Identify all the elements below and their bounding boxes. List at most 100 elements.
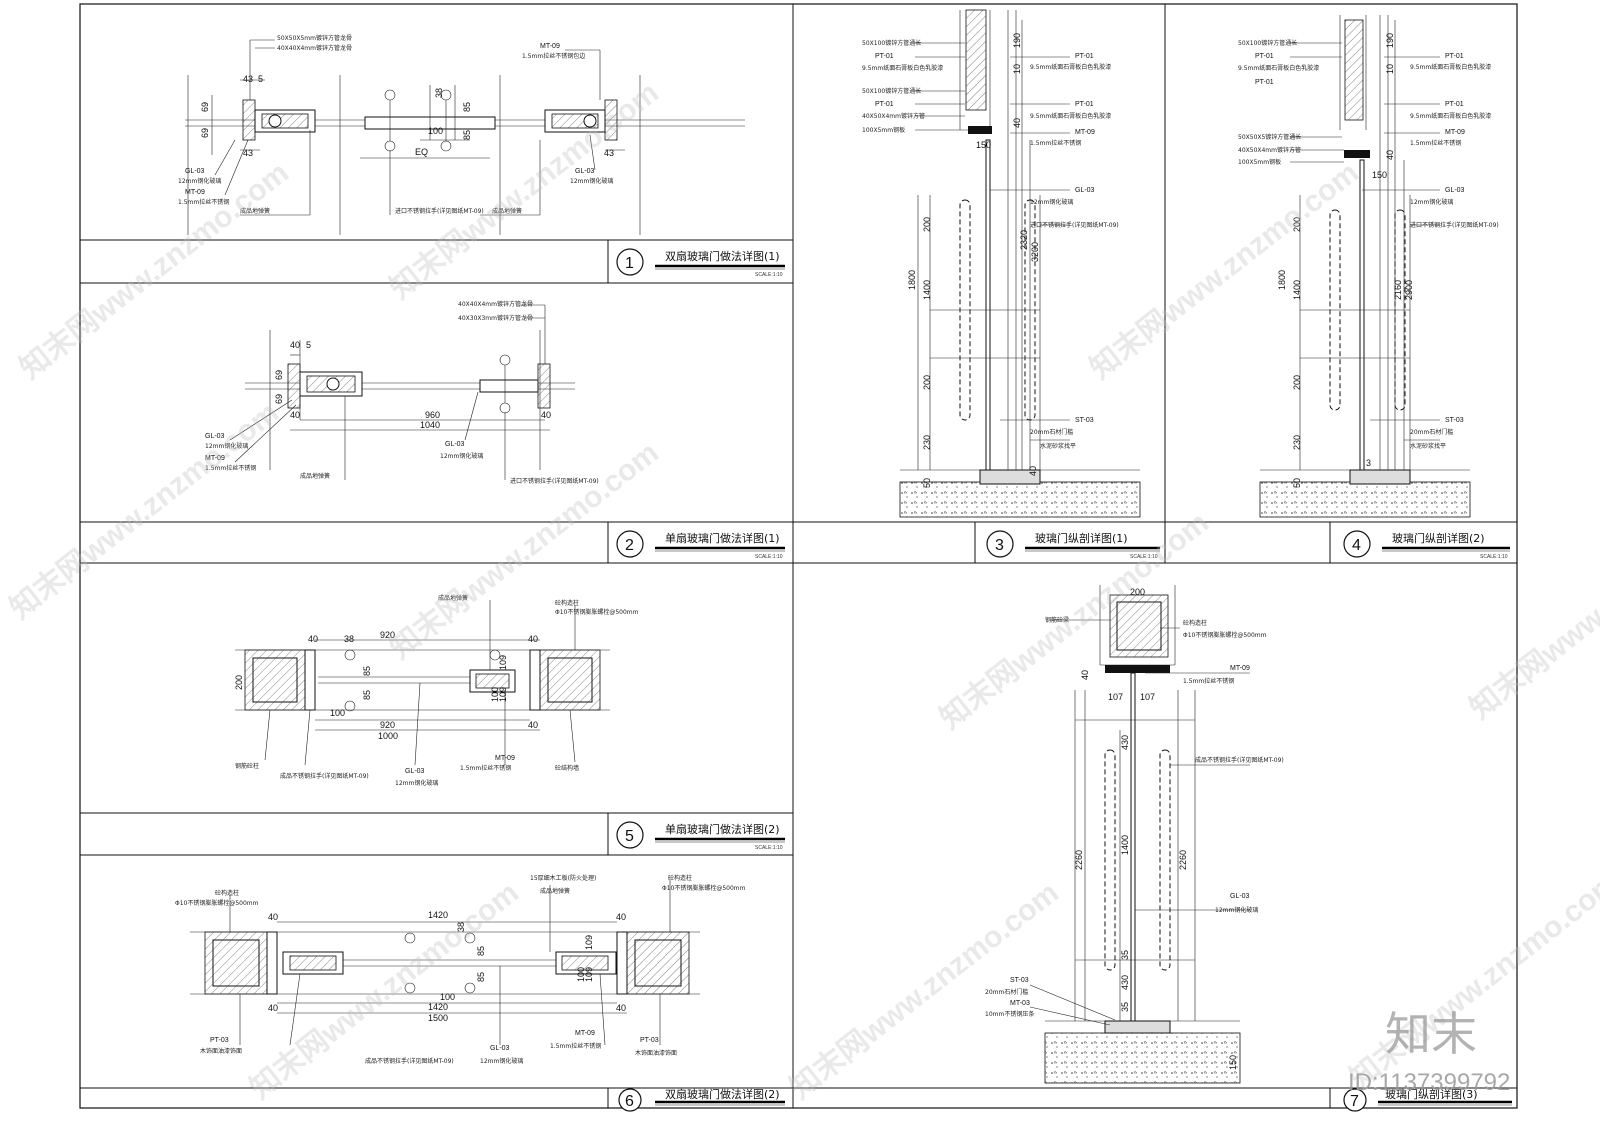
- d4-dim-3: 3: [1366, 458, 1371, 468]
- d4-dim-200b: 200: [1292, 375, 1302, 390]
- d6-note-7: 成品不锈钢拉手(详见图纸MT-09): [365, 1057, 454, 1065]
- d5-dim-920: 920: [380, 630, 395, 640]
- d7-tag-mt03[interactable]: MT-03: [1010, 1000, 1030, 1007]
- brand-logo-text: 知末: [1385, 1007, 1477, 1061]
- d7-dim-40: 40: [1080, 670, 1090, 680]
- d1-dim-38: 38: [434, 88, 444, 98]
- d7-dim-150: 150: [1228, 1055, 1238, 1070]
- d6-tag-mt09[interactable]: MT-09: [575, 1030, 595, 1037]
- d4-tag-pt01c[interactable]: PT-01: [1445, 101, 1464, 108]
- d7-note-1: 砼构造柱: [1183, 619, 1207, 627]
- d4-note-7: 20mm石材门槛: [1410, 428, 1453, 436]
- d4-tag-pt01a[interactable]: PT-01: [1255, 53, 1274, 60]
- d1-dim-85b: 85: [462, 130, 472, 140]
- d5-dim-920b: 920: [380, 720, 395, 730]
- d2-note-6: 进口不锈钢拉手(详见图纸MT-09): [510, 477, 599, 485]
- title-block-2: [616, 530, 785, 558]
- d7-dim-430a: 430: [1120, 735, 1130, 750]
- d1-note-5: 成品地弹簧: [240, 207, 270, 215]
- d4-tag-gl03[interactable]: GL-03: [1445, 187, 1465, 194]
- d3-tag-st03[interactable]: ST-03: [1075, 417, 1094, 424]
- d5-dim-100: 100: [330, 708, 345, 718]
- d5-dim-109a: 109: [498, 655, 508, 670]
- d5-dim-40c: 40: [528, 720, 538, 730]
- watermark-text: 知末网www.znzmo.com: [1084, 156, 1365, 386]
- d4-note-3: 40X50X4mm镀锌方管: [1238, 146, 1301, 154]
- d2-dim-69b: 69: [274, 394, 284, 404]
- d3-note-3: 40X50X4mm镀锌方管: [862, 112, 925, 120]
- d7-tag-st03[interactable]: ST-03: [1010, 977, 1029, 984]
- d4-dim-10: 10: [1385, 64, 1395, 74]
- d1-tag-mt09[interactable]: MT-09: [540, 43, 560, 50]
- d4-dim-50: 50: [1292, 478, 1302, 488]
- d7-note-2: Φ10不锈钢膨胀螺栓@500mm: [1183, 631, 1267, 639]
- sheet-border: [79, 3, 1518, 1109]
- d4-dim-190: 190: [1385, 33, 1395, 48]
- d3-dim-230: 230: [922, 435, 932, 450]
- d3-dim-40b: 40: [1028, 466, 1038, 476]
- d5-note-7: 砼结构墙: [555, 764, 579, 772]
- detail-6-plan: [190, 880, 700, 1046]
- d6-note-8: 12mm钢化玻璃: [480, 1057, 523, 1065]
- title-3-number: 3: [995, 537, 1004, 554]
- d6-dim-85b: 85: [476, 972, 486, 982]
- d2-dim-40: 40: [290, 340, 300, 350]
- d6-dim-40d: 40: [616, 1003, 626, 1013]
- d3-dim-150: 150: [976, 140, 991, 150]
- title-block-5: [616, 821, 785, 849]
- watermark-text: 知末网www.znzmo.com: [14, 156, 295, 386]
- d7-tag-mt09[interactable]: MT-09: [1230, 665, 1250, 672]
- d4-note-1c: 9.5mm纸面石膏板白色乳胶漆: [1410, 112, 1491, 120]
- d6-note-3: 成品地弹簧: [540, 887, 570, 895]
- d1-tag-gl03b[interactable]: GL-03: [575, 168, 595, 175]
- d2-tag-gl03[interactable]: GL-03: [205, 433, 225, 440]
- d7-note-7: 10mm不锈钢压条: [985, 1010, 1034, 1018]
- title-4-number: 4: [1352, 537, 1361, 554]
- d6-tag-pt03b[interactable]: PT-03: [640, 1037, 659, 1044]
- d6-note-0: 砼构造柱: [215, 889, 239, 897]
- d4-tag-mt09[interactable]: MT-09: [1445, 129, 1465, 136]
- detail-3-section: [899, 9, 1141, 518]
- d1-dim-43: 43: [243, 74, 253, 84]
- d7-note-6: 20mm石材门槛: [985, 988, 1028, 996]
- title-block-6: [618, 1088, 785, 1112]
- d5-dim-1000: 1000: [378, 731, 398, 741]
- d6-note-10: 木饰面油漆饰面: [635, 1049, 677, 1057]
- d4-tag-pt01d[interactable]: PT-01: [1255, 79, 1274, 86]
- d6-tag-pt03a[interactable]: PT-03: [210, 1037, 229, 1044]
- d1-tag-mt09b[interactable]: MT-09: [185, 189, 205, 196]
- d3-tag-mt09[interactable]: MT-09: [1075, 129, 1095, 136]
- d5-dim-85b: 85: [362, 690, 372, 700]
- d4-dim-1800: 1800: [1277, 270, 1287, 290]
- d5-tag-gl03[interactable]: GL-03: [405, 768, 425, 775]
- d6-dim-100: 100: [440, 992, 455, 1002]
- d7-tag-gl03[interactable]: GL-03: [1230, 893, 1250, 900]
- watermark-text: 知末网www.znzmo.com: [1344, 866, 1600, 1096]
- d6-dim-40b: 40: [268, 1003, 278, 1013]
- d1-tag-gl03[interactable]: GL-03: [185, 168, 205, 175]
- watermark-text: 知末网www.znzmo.com: [244, 876, 525, 1106]
- detail-7-section: [1029, 585, 1250, 1084]
- title-7-number: 7: [1350, 1093, 1359, 1110]
- d7-dim-107b: 107: [1140, 692, 1155, 702]
- watermark-text: 知末网www.znzmo.com: [1464, 496, 1600, 726]
- d6-tag-gl03[interactable]: GL-03: [490, 1045, 510, 1052]
- d1-dim-43c: 43: [604, 148, 614, 158]
- d5-note-2: Φ10不锈钢膨胀螺栓@500mm: [555, 608, 639, 616]
- d4-tag-st03[interactable]: ST-03: [1445, 417, 1464, 424]
- d3-tag-pt01b[interactable]: PT-01: [1075, 53, 1094, 60]
- d1-dim-eq: EQ: [415, 147, 428, 157]
- d2-tag-gl03b[interactable]: GL-03: [445, 441, 465, 448]
- d5-tag-mt09[interactable]: MT-09: [495, 755, 515, 762]
- d3-tag-pt01c[interactable]: PT-01: [875, 101, 894, 108]
- d2-tag-mt09[interactable]: MT-09: [205, 455, 225, 462]
- d3-tag-gl03[interactable]: GL-03: [1075, 187, 1095, 194]
- title-5-number: 5: [625, 828, 634, 845]
- d3-tag-pt01d[interactable]: PT-01: [1075, 101, 1094, 108]
- d3-tag-pt01a[interactable]: PT-01: [875, 53, 894, 60]
- d1-note-1: 40X40X4mm镀锌方管龙骨: [277, 44, 352, 52]
- d6-note-9: 1.5mm拉丝不锈钢: [550, 1042, 601, 1050]
- d3-note-3b: 9.5mm纸面石膏板白色乳胶漆: [1030, 112, 1111, 120]
- detail-2-plan: [229, 304, 575, 480]
- d4-tag-pt01b[interactable]: PT-01: [1445, 53, 1464, 60]
